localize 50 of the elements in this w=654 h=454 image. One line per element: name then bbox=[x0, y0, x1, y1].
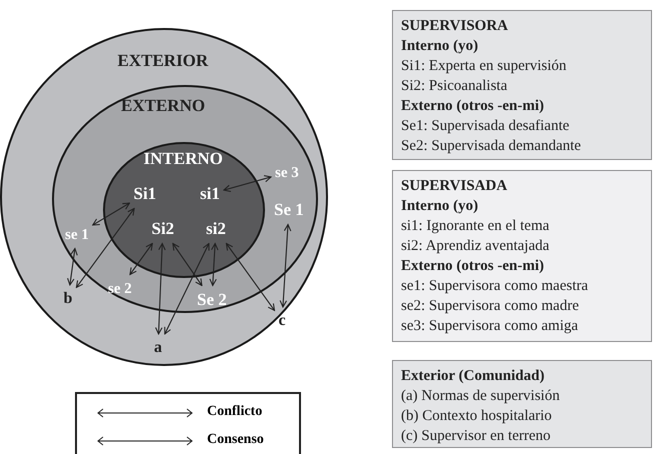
legend-panel bbox=[392, 10, 652, 160]
double-arrow bbox=[76, 208, 135, 288]
panel-heading: SUPERVISADA bbox=[401, 177, 508, 196]
double-arrow bbox=[67, 248, 78, 286]
circle-label: se 1 bbox=[65, 226, 89, 244]
panel-heading: Exterior (Comunidad) bbox=[401, 367, 546, 386]
panel-heading: SUPERVISORA bbox=[401, 17, 509, 36]
circle-label: b bbox=[64, 290, 72, 308]
panel-text: se1: Supervisora como maestra bbox=[401, 277, 590, 296]
panel-text: si2: Aprendiz aventajada bbox=[401, 237, 550, 256]
panel-text: Se1: Supervisada desafiante bbox=[401, 117, 570, 136]
double-arrow bbox=[226, 242, 276, 311]
double-arrow bbox=[223, 175, 272, 192]
panel-text: Si2: Psicoanalista bbox=[401, 77, 508, 96]
zone-title: INTERNO bbox=[144, 150, 223, 166]
double-arrow bbox=[280, 224, 292, 308]
panel-text: se3: Supervisora como amiga bbox=[401, 317, 580, 336]
double-arrow bbox=[164, 242, 210, 335]
panel-text: (b) Contexto hospitalario bbox=[401, 407, 553, 426]
circle-label: Se 1 bbox=[274, 200, 304, 220]
legend-panel bbox=[392, 360, 652, 448]
double-arrow bbox=[172, 242, 202, 286]
circle-label: Se 2 bbox=[197, 290, 227, 310]
circle-label: c bbox=[278, 312, 286, 330]
double-arrow bbox=[209, 242, 218, 286]
legend-label: Conflicto bbox=[207, 404, 262, 420]
panel-text: (a) Normas de supervisión bbox=[401, 387, 561, 406]
circle-label: Si1 bbox=[134, 184, 156, 204]
circle-label: Si2 bbox=[152, 220, 174, 238]
zone-title: EXTERNO bbox=[121, 96, 206, 114]
circle-label: si2 bbox=[206, 220, 226, 238]
double-arrow bbox=[92, 202, 130, 226]
panel-text: (c) Supervisor en terreno bbox=[401, 427, 552, 446]
panel-text: Se2: Supervisada demandante bbox=[401, 137, 582, 156]
panel-text: Si1: Experta en supervisión bbox=[401, 57, 568, 76]
panel-heading: Externo (otros -en-mi) bbox=[401, 97, 546, 116]
panel-text: si1: Ignorante en el tema bbox=[401, 217, 550, 236]
double-arrow bbox=[155, 242, 166, 335]
legend-label: Consenso bbox=[207, 432, 264, 448]
legend-panel bbox=[392, 170, 652, 342]
panel-heading: Interno (yo) bbox=[401, 37, 480, 56]
circle-label: se 2 bbox=[108, 280, 132, 298]
circle-label: se 3 bbox=[275, 164, 299, 182]
double-arrow bbox=[129, 242, 153, 276]
panel-heading: Externo (otros -en-mi) bbox=[401, 257, 546, 276]
circle-label: a bbox=[154, 339, 162, 357]
circle-label: si1 bbox=[200, 184, 220, 204]
zone-title: EXTERIOR bbox=[118, 52, 208, 68]
panel-heading: Interno (yo) bbox=[401, 197, 480, 216]
panel-text: se2: Supervisora como madre bbox=[401, 297, 580, 316]
